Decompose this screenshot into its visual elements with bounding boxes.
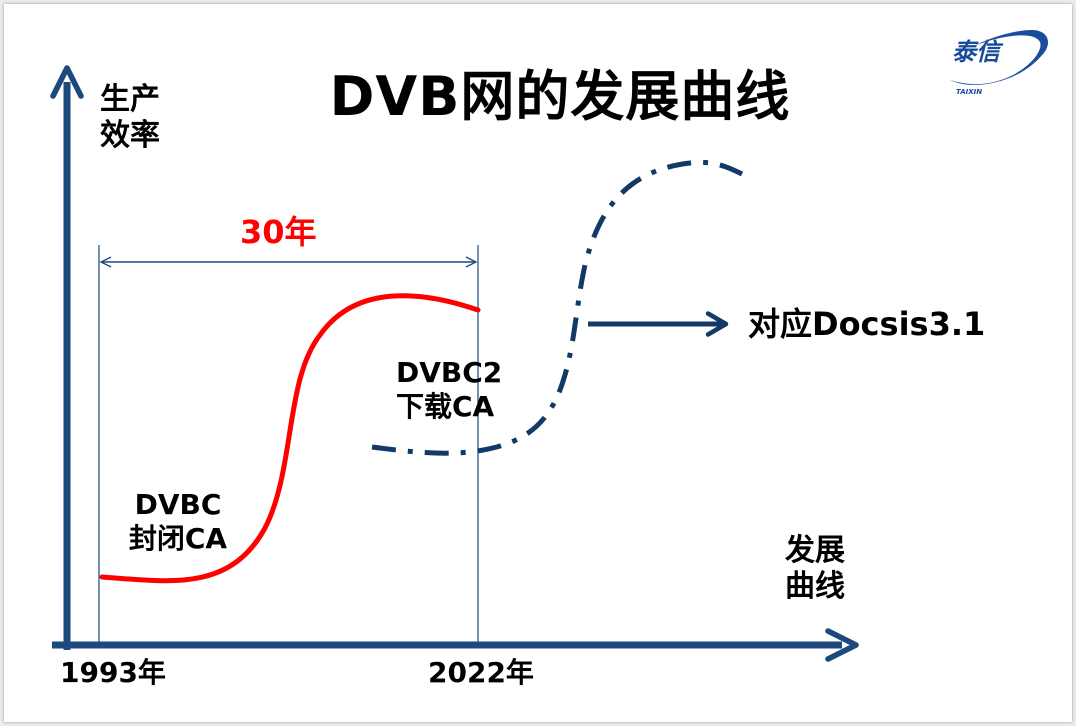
- company-logo: 泰信 TAIXIN: [944, 20, 1054, 100]
- tick-end-year: 2022年: [428, 656, 534, 689]
- tick-start-year: 1993年: [60, 656, 166, 689]
- y-axis-label: 生产 效率: [100, 82, 160, 153]
- docsis-label: 对应Docsis3.1: [748, 305, 986, 343]
- page-title: DVB网的发展曲线: [329, 65, 791, 128]
- span-label: 30年: [240, 213, 317, 251]
- logo-text: 泰信: [952, 38, 1004, 66]
- x-axis-label: 发展 曲线: [785, 533, 845, 604]
- stage-dvbc-label: DVBC 封闭CA: [128, 488, 228, 555]
- slide: [4, 4, 1072, 722]
- logo-subtext: TAIXIN: [956, 88, 982, 96]
- logo-swoosh-icon: 泰信 TAIXIN: [950, 30, 1049, 96]
- future-curve: [371, 159, 748, 456]
- dvbc-curve: [99, 293, 481, 584]
- stage-dvbc2-label: DVBC2 下载CA: [396, 356, 503, 423]
